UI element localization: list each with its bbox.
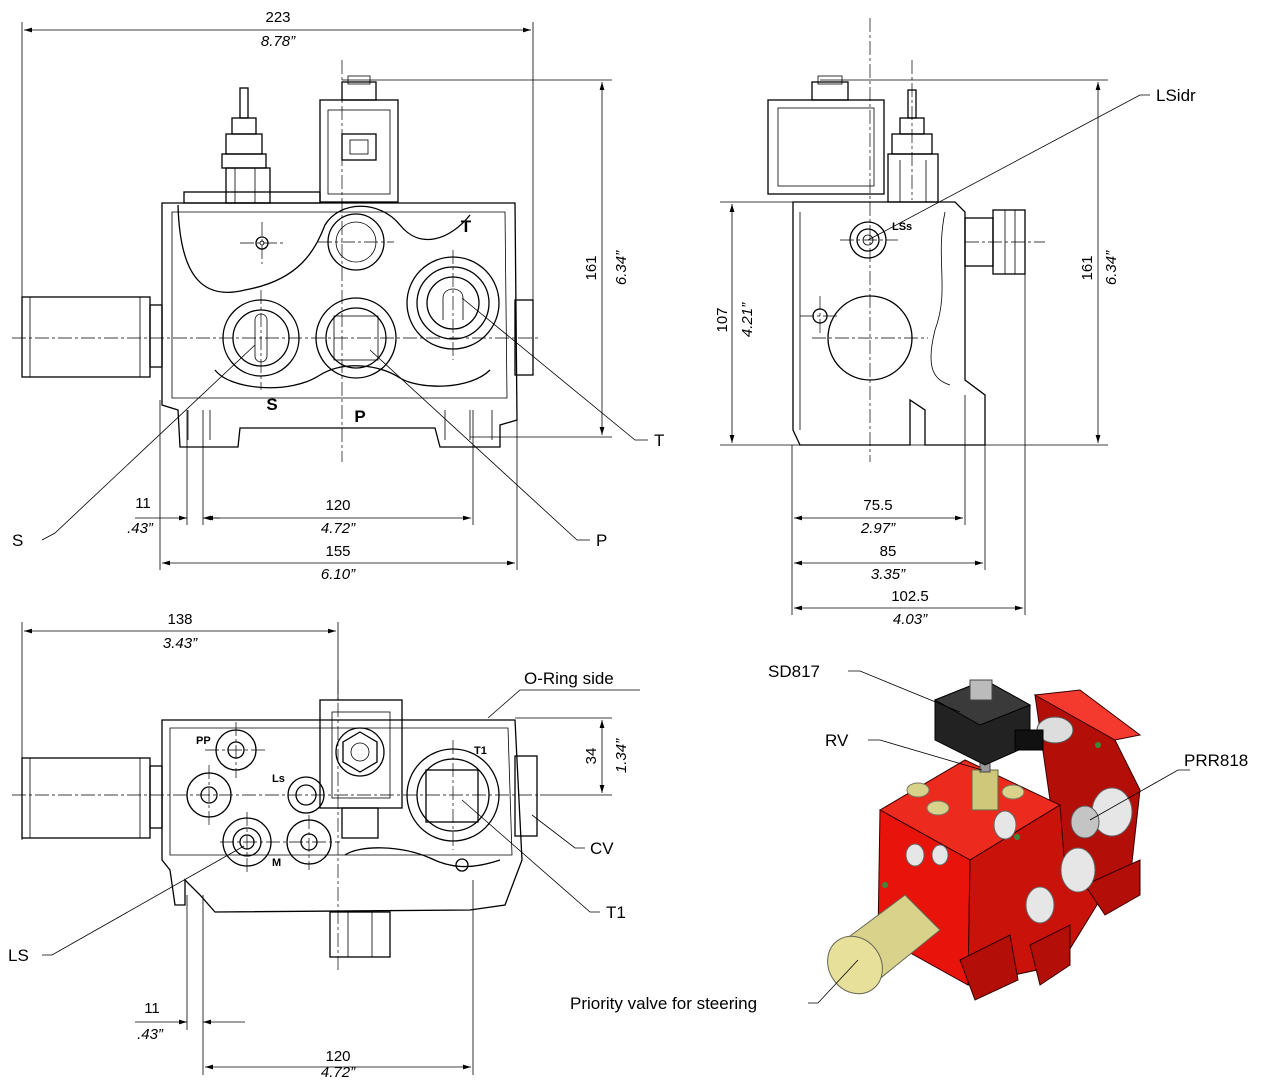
top-dim-11: 11: [144, 1000, 160, 1017]
dim-120-in: 4.72”: [321, 520, 356, 537]
iso-view: SD817 RV PRR818 Priority valve for steer…: [570, 662, 1248, 1013]
side-dim-107-in: 4.21”: [739, 302, 756, 337]
dim-223-in: 8.78”: [261, 33, 296, 50]
callout-s: S: [12, 531, 23, 550]
callout-p: P: [596, 531, 607, 550]
side-dim-85: 85: [880, 543, 897, 560]
top-view: 138 3.43” 34 1.34” 11 .43” 120 4.72”: [8, 611, 640, 1081]
top-dim-11-in: .43”: [137, 1026, 164, 1043]
port-mark-ls: Ls: [272, 773, 285, 785]
port-mark-p: P: [354, 407, 365, 426]
callout-sd817: SD817: [768, 662, 820, 681]
port-mark-m: M: [272, 857, 281, 869]
dim-155: 155: [325, 543, 350, 560]
side-dim-161: 161: [1079, 255, 1096, 280]
side-dim-85-in: 3.35”: [871, 566, 906, 583]
top-dim-138-in: 3.43”: [163, 635, 198, 652]
side-dim-102-5: 102.5: [891, 588, 929, 605]
callout-prr818: PRR818: [1184, 751, 1248, 770]
dim-11: 11: [135, 495, 151, 512]
side-dim-75-5: 75.5: [863, 497, 892, 514]
callout-cv: CV: [590, 839, 614, 858]
port-mark-s: S: [266, 395, 277, 414]
side-dim-75-5-in: 2.97”: [860, 520, 896, 537]
dim-161: 161: [583, 255, 600, 280]
dim-161-in: 6.34”: [613, 250, 630, 285]
dim-11-in: .43”: [127, 520, 154, 537]
side-view: 161 6.34” 107 4.21” 75.5 2.97” 85 3.35” …: [714, 18, 1196, 628]
side-dim-107: 107: [714, 307, 731, 332]
callout-t1: T1: [606, 903, 626, 922]
valve-body-3d: [827, 679, 1142, 1001]
port-mark-t: T: [461, 217, 472, 236]
port-mark-pp: PP: [196, 735, 211, 747]
callout-priority: Priority valve for steering: [570, 994, 757, 1013]
port-mark-t1: T1: [474, 745, 487, 757]
side-dim-102-5-in: 4.03”: [893, 611, 928, 628]
top-dim-34: 34: [583, 748, 600, 765]
side-dim-161-in: 6.34”: [1103, 250, 1120, 285]
top-dim-120: 120: [325, 1048, 350, 1065]
callout-lsidr: LSidr: [1156, 86, 1196, 105]
dim-120: 120: [325, 497, 350, 514]
callout-oring: O-Ring side: [524, 669, 614, 688]
port-mark-lss: LSs: [892, 221, 912, 233]
callout-rv: RV: [825, 731, 849, 750]
top-dim-34-in: 1.34”: [613, 738, 630, 773]
callout-t: T: [654, 431, 664, 450]
dim-223: 223: [265, 9, 290, 26]
top-dim-120-in: 4.72”: [321, 1064, 356, 1081]
top-dim-138: 138: [167, 611, 192, 628]
dim-155-in: 6.10”: [321, 566, 356, 583]
callout-ls: LS: [8, 946, 29, 965]
front-view: 223 8.78” 161 6.34” 11 .43” 120 4.72” 15…: [12, 9, 664, 583]
